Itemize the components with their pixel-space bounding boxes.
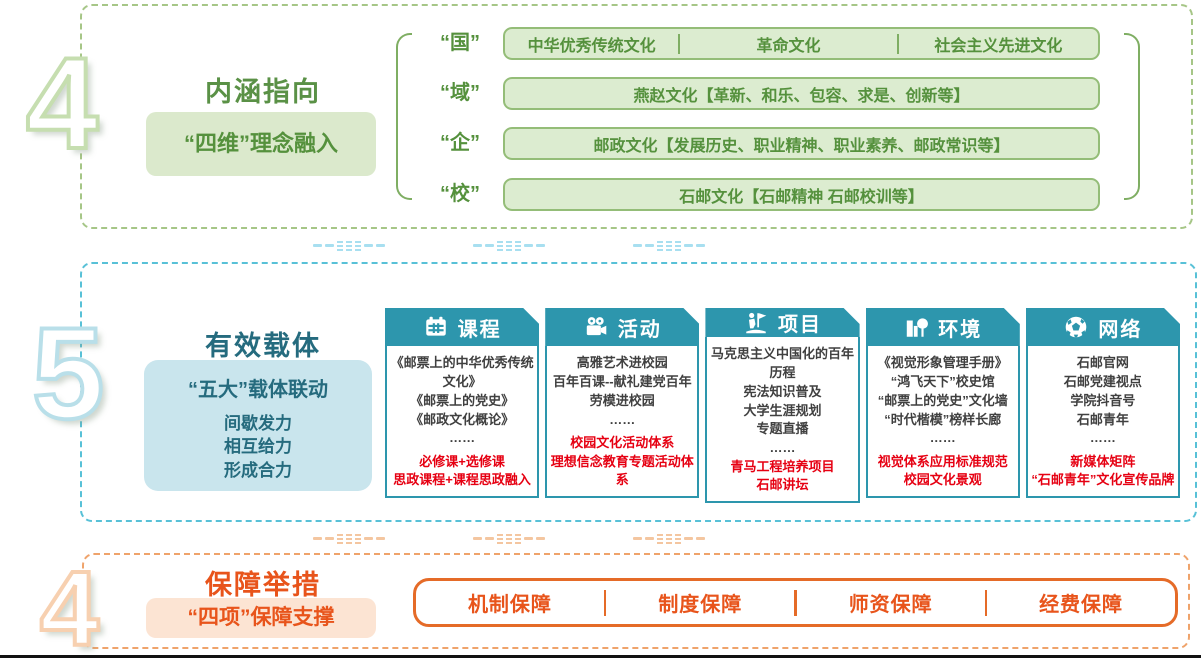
carriers-badge-title: “五大”载体联动 xyxy=(188,379,328,401)
card-projects: 项目 马克思主义中国化的百年历程 宪法知识普及 大学生涯规划 专题直播 …… 青… xyxy=(705,308,860,504)
carriers-info-box: “五大”载体联动 间歇发力 相互给力 形成合力 xyxy=(144,360,372,491)
row-label-country: “国” xyxy=(440,32,480,54)
row-country-item-2: 革命文化 xyxy=(756,37,821,55)
connotation-section-title: 内涵指向 xyxy=(205,77,321,107)
divider-decoration xyxy=(633,239,705,251)
guarantee-item-system: 制度保障 xyxy=(658,594,743,616)
card-network-title: 网络 xyxy=(1098,318,1143,341)
row-box-country: 中华优秀传统文化 革命文化 社会主义先进文化 xyxy=(503,27,1100,60)
divider-decoration xyxy=(313,239,385,251)
connotation-section-number: 4 xyxy=(24,30,100,176)
building-tree-icon xyxy=(903,314,929,340)
divider-decoration xyxy=(633,532,705,544)
guarantee-divider xyxy=(603,589,607,616)
row-divider xyxy=(896,33,899,54)
globe-icon xyxy=(1063,314,1089,340)
card-curriculum-items: 《邮票上的中华优秀传统文化》 《邮票上的党史》 《邮政文化概论》 …… xyxy=(390,355,534,446)
divider-decoration xyxy=(313,532,385,544)
guarantee-section-frame xyxy=(82,553,1190,649)
row-label-region: “域” xyxy=(440,82,480,104)
calendar-icon xyxy=(423,314,449,340)
card-environment-title: 环境 xyxy=(938,318,983,341)
card-activities-highlight: 校园文化活动体系 理想信念教育专题活动体系 xyxy=(550,435,694,487)
guarantee-item-mechanism: 机制保障 xyxy=(467,594,552,616)
card-environment-header: 环境 xyxy=(866,308,1020,346)
card-activities-title: 活动 xyxy=(617,318,662,341)
card-network-header: 网络 xyxy=(1026,308,1180,346)
guarantee-section-number: 4 xyxy=(38,550,101,661)
row-country-item-3: 社会主义先进文化 xyxy=(934,37,1063,55)
card-environment-items: 《视觉形象管理手册》 “鸿飞天下”校史馆 “邮票上的党史”文化墙 “时代楷模”榜… xyxy=(877,355,1008,446)
right-bracket-decoration xyxy=(1124,33,1140,200)
row-enterprise-text: 邮政文化【发展历史、职业精神、职业素养、邮政常识等】 xyxy=(593,137,1010,155)
carriers-badge-lines: 间歇发力 相互给力 形成合力 xyxy=(224,414,292,480)
card-activities: 活动 高雅艺术进校园 百年百课--献礼建党百年 劳模进校园 …… 校园文化活动体… xyxy=(545,308,700,498)
row-box-region: 燕赵文化【革新、和乐、包容、求是、创新等】 xyxy=(503,77,1100,110)
row-school-text: 石邮文化【石邮精神 石邮校训等】 xyxy=(679,188,924,206)
carriers-section-number: 5 xyxy=(30,300,106,446)
row-country-item-1: 中华优秀传统文化 xyxy=(527,37,656,55)
card-environment: 环境 《视觉形象管理手册》 “鸿飞天下”校史馆 “邮票上的党史”文化墙 “时代楷… xyxy=(865,308,1020,498)
card-network-highlight: 新媒体矩阵 “石邮青年”文化宣传品牌 xyxy=(1031,453,1175,487)
guarantee-section-title: 保障举措 xyxy=(205,570,321,600)
connotation-section-frame xyxy=(80,4,1193,229)
card-curriculum-highlight: 必修课+选修课 思政课程+课程思政融入 xyxy=(393,453,531,487)
card-environment-highlight: 视觉体系应用标准规范 校园文化景观 xyxy=(877,453,1008,487)
flag-bearer-icon xyxy=(743,310,769,336)
card-curriculum-header: 课程 xyxy=(385,308,539,346)
card-environment-body: 《视觉形象管理手册》 “鸿飞天下”校史馆 “邮票上的党史”文化墙 “时代楷模”榜… xyxy=(865,346,1020,498)
card-network-items: 石邮官网 石邮党建视点 学院抖音号 石邮青年 …… xyxy=(1063,355,1142,446)
divider-decoration xyxy=(473,532,545,544)
row-box-school: 石邮文化【石邮精神 石邮校训等】 xyxy=(503,178,1100,211)
row-region-text: 燕赵文化【革新、和乐、包容、求是、创新等】 xyxy=(633,87,970,105)
carrier-cards: 课程 《邮票上的中华优秀传统文化》 《邮票上的党史》 《邮政文化概论》 …… 必… xyxy=(385,308,1181,504)
card-curriculum-title: 课程 xyxy=(457,318,502,341)
card-activities-items: 高雅艺术进校园 百年百课--献礼建党百年 劳模进校园 …… xyxy=(552,355,692,427)
bottom-rule xyxy=(0,655,1201,658)
film-camera-icon xyxy=(583,314,609,340)
card-projects-items: 马克思主义中国化的百年历程 宪法知识普及 大学生涯规划 专题直播 …… xyxy=(711,346,855,456)
card-curriculum-body: 《邮票上的中华优秀传统文化》 《邮票上的党史》 《邮政文化概论》 …… 必修课+… xyxy=(385,346,540,498)
card-network: 网络 石邮官网 石邮党建视点 学院抖音号 石邮青年 …… 新媒体矩阵 “石邮青年… xyxy=(1025,308,1181,498)
card-projects-title: 项目 xyxy=(778,314,822,336)
card-curriculum: 课程 《邮票上的中华优秀传统文化》 《邮票上的党史》 《邮政文化概论》 …… 必… xyxy=(385,308,540,498)
carriers-section-title: 有效载体 xyxy=(205,331,321,361)
divider-decoration xyxy=(473,239,545,251)
card-activities-header: 活动 xyxy=(545,308,699,346)
card-projects-body: 马克思主义中国化的百年历程 宪法知识普及 大学生涯规划 专题直播 …… 青马工程… xyxy=(705,337,860,504)
guarantee-divider xyxy=(984,589,988,616)
guarantee-item-funding: 经费保障 xyxy=(1039,594,1124,616)
card-activities-body: 高雅艺术进校园 百年百课--献礼建党百年 劳模进校园 …… 校园文化活动体系 理… xyxy=(545,346,700,498)
row-divider xyxy=(678,33,681,54)
row-label-school: “校” xyxy=(440,183,480,205)
connotation-badge: “四维”理念融入 xyxy=(146,112,376,176)
row-label-enterprise: “企” xyxy=(440,132,480,154)
guarantee-divider xyxy=(794,589,797,616)
guarantee-items-bar: 机制保障 制度保障 师资保障 经费保障 xyxy=(413,578,1178,627)
guarantee-badge: “四项”保障支撑 xyxy=(146,598,376,638)
guarantee-item-faculty: 师资保障 xyxy=(848,594,933,616)
card-network-body: 石邮官网 石邮党建视点 学院抖音号 石邮青年 …… 新媒体矩阵 “石邮青年”文化… xyxy=(1025,346,1181,498)
carriers-section-frame xyxy=(80,262,1197,522)
row-box-enterprise: 邮政文化【发展历史、职业精神、职业素养、邮政常识等】 xyxy=(503,127,1100,160)
card-projects-header: 项目 xyxy=(705,308,859,337)
left-bracket-decoration xyxy=(396,33,412,200)
card-projects-highlight: 青马工程培养项目 石邮讲坛 xyxy=(730,459,835,493)
